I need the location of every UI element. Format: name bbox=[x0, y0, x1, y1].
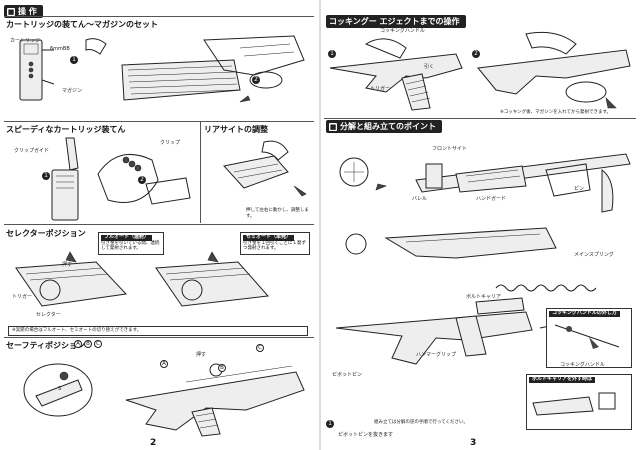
step-number-1: 1 bbox=[42, 172, 50, 180]
disassembly-mark-icon: ■ bbox=[329, 123, 337, 131]
semi-auto-box: セミオート（単発） 引き金を１回引くごとに１発ずつ発射されます。 bbox=[240, 232, 310, 255]
safety-illustration bbox=[23, 363, 305, 437]
divider bbox=[4, 121, 314, 122]
safety-c-marker: C bbox=[256, 344, 264, 352]
safety-a-marker: A bbox=[160, 360, 168, 368]
bolt-carrier-detail-illustration bbox=[532, 392, 616, 416]
safety-push-label: 押す bbox=[196, 352, 207, 358]
operation-mark-icon: ■ bbox=[7, 8, 15, 16]
main-spring-label: メインスプリング bbox=[574, 252, 614, 258]
cocking-footnote: ※コッキング後、マガジンを入れてから発射できます。 bbox=[500, 110, 612, 115]
rear-sight-title: リアサイトの調整 bbox=[204, 125, 268, 134]
step-number-2: 2 bbox=[252, 76, 260, 84]
magazine-label: マガジン bbox=[62, 88, 83, 94]
divider bbox=[4, 16, 314, 17]
divider bbox=[324, 118, 636, 119]
cartridge-loading-title: カートリッジの装てん～マガジンのセット bbox=[6, 20, 158, 29]
selector-illustration bbox=[15, 251, 270, 307]
cocking-handle-part-label: コッキングハンドル bbox=[560, 362, 605, 368]
right-page-number: 3 bbox=[470, 438, 477, 448]
semi-auto-heading: セミオート（単発） bbox=[243, 234, 295, 241]
trigger-label: トリガー bbox=[12, 294, 33, 300]
speedy-loading-title: スピーディなカートリッジ装てん bbox=[6, 125, 126, 134]
hammer-grip-label: ハンマーグリップ bbox=[416, 352, 457, 358]
step-number-1: 1 bbox=[328, 50, 336, 58]
push-label: 押す bbox=[62, 262, 73, 268]
step-number-1: 1 bbox=[70, 56, 78, 64]
bolt-carrier-label: ボルトキャリア bbox=[466, 294, 502, 300]
section-operation-title: ■操 作 bbox=[4, 5, 43, 18]
pivot-pin-label: ピボットピン bbox=[332, 372, 363, 378]
divider bbox=[4, 337, 314, 338]
full-auto-text: 引き金を引いている間、連続して発射されます。 bbox=[101, 240, 160, 252]
cocking-illustration bbox=[329, 31, 631, 111]
cocking-eject-title: コッキングー エジェクトまでの操作 bbox=[326, 15, 466, 28]
cocking-trigger-label: トリガー bbox=[370, 86, 391, 92]
clip-guide-label: クリップガイド bbox=[14, 148, 50, 154]
right-page: コッキングー エジェクトまでの操作 コッキングハンドル トリガー 引く 1 2 … bbox=[320, 0, 640, 450]
front-sight-label: フロントサイト bbox=[432, 146, 468, 152]
barrel-disassembly-illustration bbox=[339, 153, 631, 213]
safety-position-a-icon: A bbox=[74, 340, 82, 348]
selector-position-title: セレクターポジション bbox=[6, 229, 86, 238]
left-page: ■操 作 カートリッジの装てん～マガジンのセット カートリッジ 6mmBB マガ… bbox=[4, 5, 314, 448]
safety-position-title: セーフティポジション bbox=[6, 341, 86, 350]
semi-auto-text: 引き金を１回引くごとに１発ずつ発射されます。 bbox=[243, 240, 306, 252]
clip-label: クリップ bbox=[160, 140, 181, 146]
cartridge-loading-illustration bbox=[19, 35, 305, 103]
cocking-pull-label: 引く bbox=[424, 64, 435, 70]
barrel-label: バレル bbox=[412, 196, 428, 202]
full-auto-heading: フルオート（連射） bbox=[101, 234, 153, 241]
safety-position-c-icon: C bbox=[94, 340, 102, 348]
left-page-number: 2 bbox=[150, 438, 157, 448]
cartridge-label: カートリッジ bbox=[10, 38, 41, 44]
cocking-handle-detail-illustration bbox=[554, 324, 620, 349]
step-number-2: 2 bbox=[472, 50, 480, 58]
cocking-handle-box: コッキングハンドルの外し方 bbox=[546, 308, 632, 368]
pin-label: ピン bbox=[574, 186, 585, 192]
page-gutter bbox=[319, 0, 321, 450]
safety-position-b-icon: B bbox=[84, 340, 92, 348]
full-auto-box: フルオート（連射） 引き金を引いている間、連続して発射されます。 bbox=[98, 232, 164, 255]
step-number-2: 2 bbox=[138, 176, 146, 184]
selector-footnote: ※実銃の場合はフルオート、セミオートの切り替えができます。 bbox=[8, 326, 308, 336]
handguard-label: ハンドガード bbox=[476, 196, 507, 202]
rear-sight-illustration bbox=[223, 140, 307, 197]
bolt-carrier-box-heading: ボルトキャリアを外す時は bbox=[529, 376, 596, 383]
pivot-pin-removal-label: ピボットピンを抜きます bbox=[338, 432, 394, 438]
safety-b-marker: B bbox=[218, 364, 226, 372]
speedy-loading-illustration bbox=[51, 137, 191, 221]
divider bbox=[200, 121, 201, 223]
bolt-carrier-box: ボルトキャリアを外す時は bbox=[526, 374, 632, 430]
safety-s-label: S bbox=[58, 386, 62, 392]
assembly-note: 組み立ては分解の逆の手順で行ってください。 bbox=[374, 420, 469, 425]
rear-sight-note: 押して左右に動かし、調整します。 bbox=[246, 208, 309, 219]
selector-label: セレクター bbox=[36, 312, 61, 318]
divider bbox=[4, 224, 314, 225]
cocking-handle-label: コッキングハンドル bbox=[380, 28, 425, 34]
disassembly-title: ■分解と組み立てのポイント bbox=[326, 120, 442, 133]
cocking-handle-box-heading: コッキングハンドルの外し方 bbox=[549, 310, 620, 317]
step-number-1: 1 bbox=[326, 420, 334, 428]
bb-label: 6mmBB bbox=[50, 46, 70, 52]
